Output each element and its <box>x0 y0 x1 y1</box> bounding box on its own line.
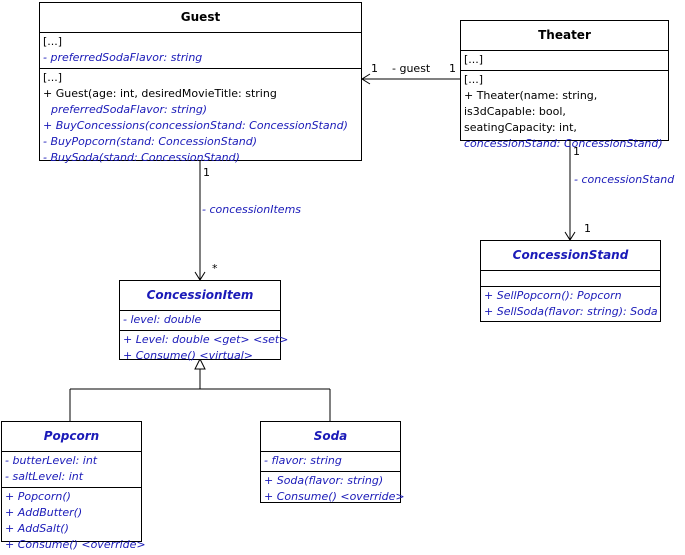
class-name: Soda <box>261 422 400 452</box>
operation: + SellSoda(flavor: string): Soda <box>484 305 658 318</box>
operation: + Consume() <virtual> <box>123 349 253 362</box>
operation: + Guest(age: int, desiredMovieTitle: str… <box>43 87 277 100</box>
operation: + Soda(flavor: string) <box>264 474 384 487</box>
operation: + Consume() <override> <box>264 490 405 503</box>
operation-continued: concessionStand: ConcessionStand) <box>464 137 663 150</box>
attribute: - butterLevel: int <box>5 454 98 467</box>
class-name: Guest <box>40 3 361 33</box>
attribute: - flavor: string <box>264 454 342 467</box>
attributes-section: - butterLevel: int - saltLevel: int <box>2 452 141 488</box>
assoc-guest-mult-near-theater: 1 <box>449 62 456 75</box>
guest-arrowhead <box>361 73 371 85</box>
class-popcorn[interactable]: Popcorn - butterLevel: int - saltLevel: … <box>1 421 146 551</box>
attributes-section: - flavor: string <box>261 452 400 472</box>
attributes-section: [...] - preferredSodaFlavor: string <box>40 33 361 69</box>
class-name: ConcessionItem <box>120 281 280 311</box>
attribute: - level: double <box>123 313 202 326</box>
operation: + Popcorn() <box>5 490 71 503</box>
operations-section: [...] + Guest(age: int, desiredMovieTitl… <box>40 69 361 168</box>
operation: + Theater(name: string, <box>464 89 598 102</box>
assoc-stand-mult-source: 1 <box>573 145 580 158</box>
class-soda[interactable]: Soda - flavor: string + Soda(flavor: str… <box>260 421 405 503</box>
operation-continued: seatingCapacity: int, <box>464 121 577 134</box>
class-name: Theater <box>461 21 668 51</box>
operation: + SellPopcorn(): Popcorn <box>484 289 622 302</box>
class-theater[interactable]: Theater [...] [...] + Theater(name: stri… <box>460 20 669 150</box>
attributes-section <box>481 271 660 287</box>
operation: + AddButter() <box>5 506 83 519</box>
operations-section: + Level: double <get> <set> + Consume() … <box>120 331 289 366</box>
assoc-items-role: - concessionItems <box>202 203 302 216</box>
operation: - BuySoda(stand: ConcessionStand) <box>43 151 240 164</box>
attributes-section: [...] <box>461 51 668 71</box>
assoc-guest-role: - guest <box>392 62 431 75</box>
attributes-section: - level: double <box>120 311 280 331</box>
class-name: ConcessionStand <box>481 241 660 271</box>
assoc-stand-role: - concessionStand <box>574 173 675 186</box>
class-name: Popcorn <box>2 422 141 452</box>
operation: + Consume() <override> <box>5 538 146 551</box>
generalization-triangle-icon <box>194 357 206 370</box>
attribute-ellipsis: [...] <box>43 35 63 48</box>
operations-section: [...] + Theater(name: string, is3dCapabl… <box>461 71 668 154</box>
operation: + Level: double <get> <set> <box>123 333 289 346</box>
attribute: - saltLevel: int <box>5 470 84 483</box>
operation-continued: preferredSodaFlavor: string) <box>51 103 208 116</box>
operation: + AddSalt() <box>5 522 69 535</box>
operation: + BuyConcessions(concessionStand: Conces… <box>43 119 348 132</box>
assoc-items-mult-source: 1 <box>203 166 210 179</box>
operation-ellipsis: [...] <box>43 71 63 84</box>
assoc-stand-mult-target: 1 <box>584 222 591 235</box>
operation-continued: is3dCapable: bool, <box>464 105 566 118</box>
operations-section: + Soda(flavor: string) + Consume() <over… <box>261 472 405 507</box>
operation: - BuyPopcorn(stand: ConcessionStand) <box>43 135 258 148</box>
assoc-guest-mult-near-guest: 1 <box>371 62 378 75</box>
attribute-ellipsis: [...] <box>464 53 484 66</box>
operation-ellipsis: [...] <box>464 73 484 86</box>
class-guest[interactable]: Guest [...] - preferredSodaFlavor: strin… <box>39 2 362 164</box>
operations-section: + SellPopcorn(): Popcorn + SellSoda(flav… <box>481 287 660 322</box>
attribute: - preferredSodaFlavor: string <box>43 51 203 64</box>
class-concession-stand[interactable]: ConcessionStand + SellPopcorn(): Popcorn… <box>480 240 661 322</box>
class-concession-item[interactable]: ConcessionItem - level: double + Level: … <box>119 280 288 362</box>
assoc-items-mult-target: * <box>212 262 218 275</box>
